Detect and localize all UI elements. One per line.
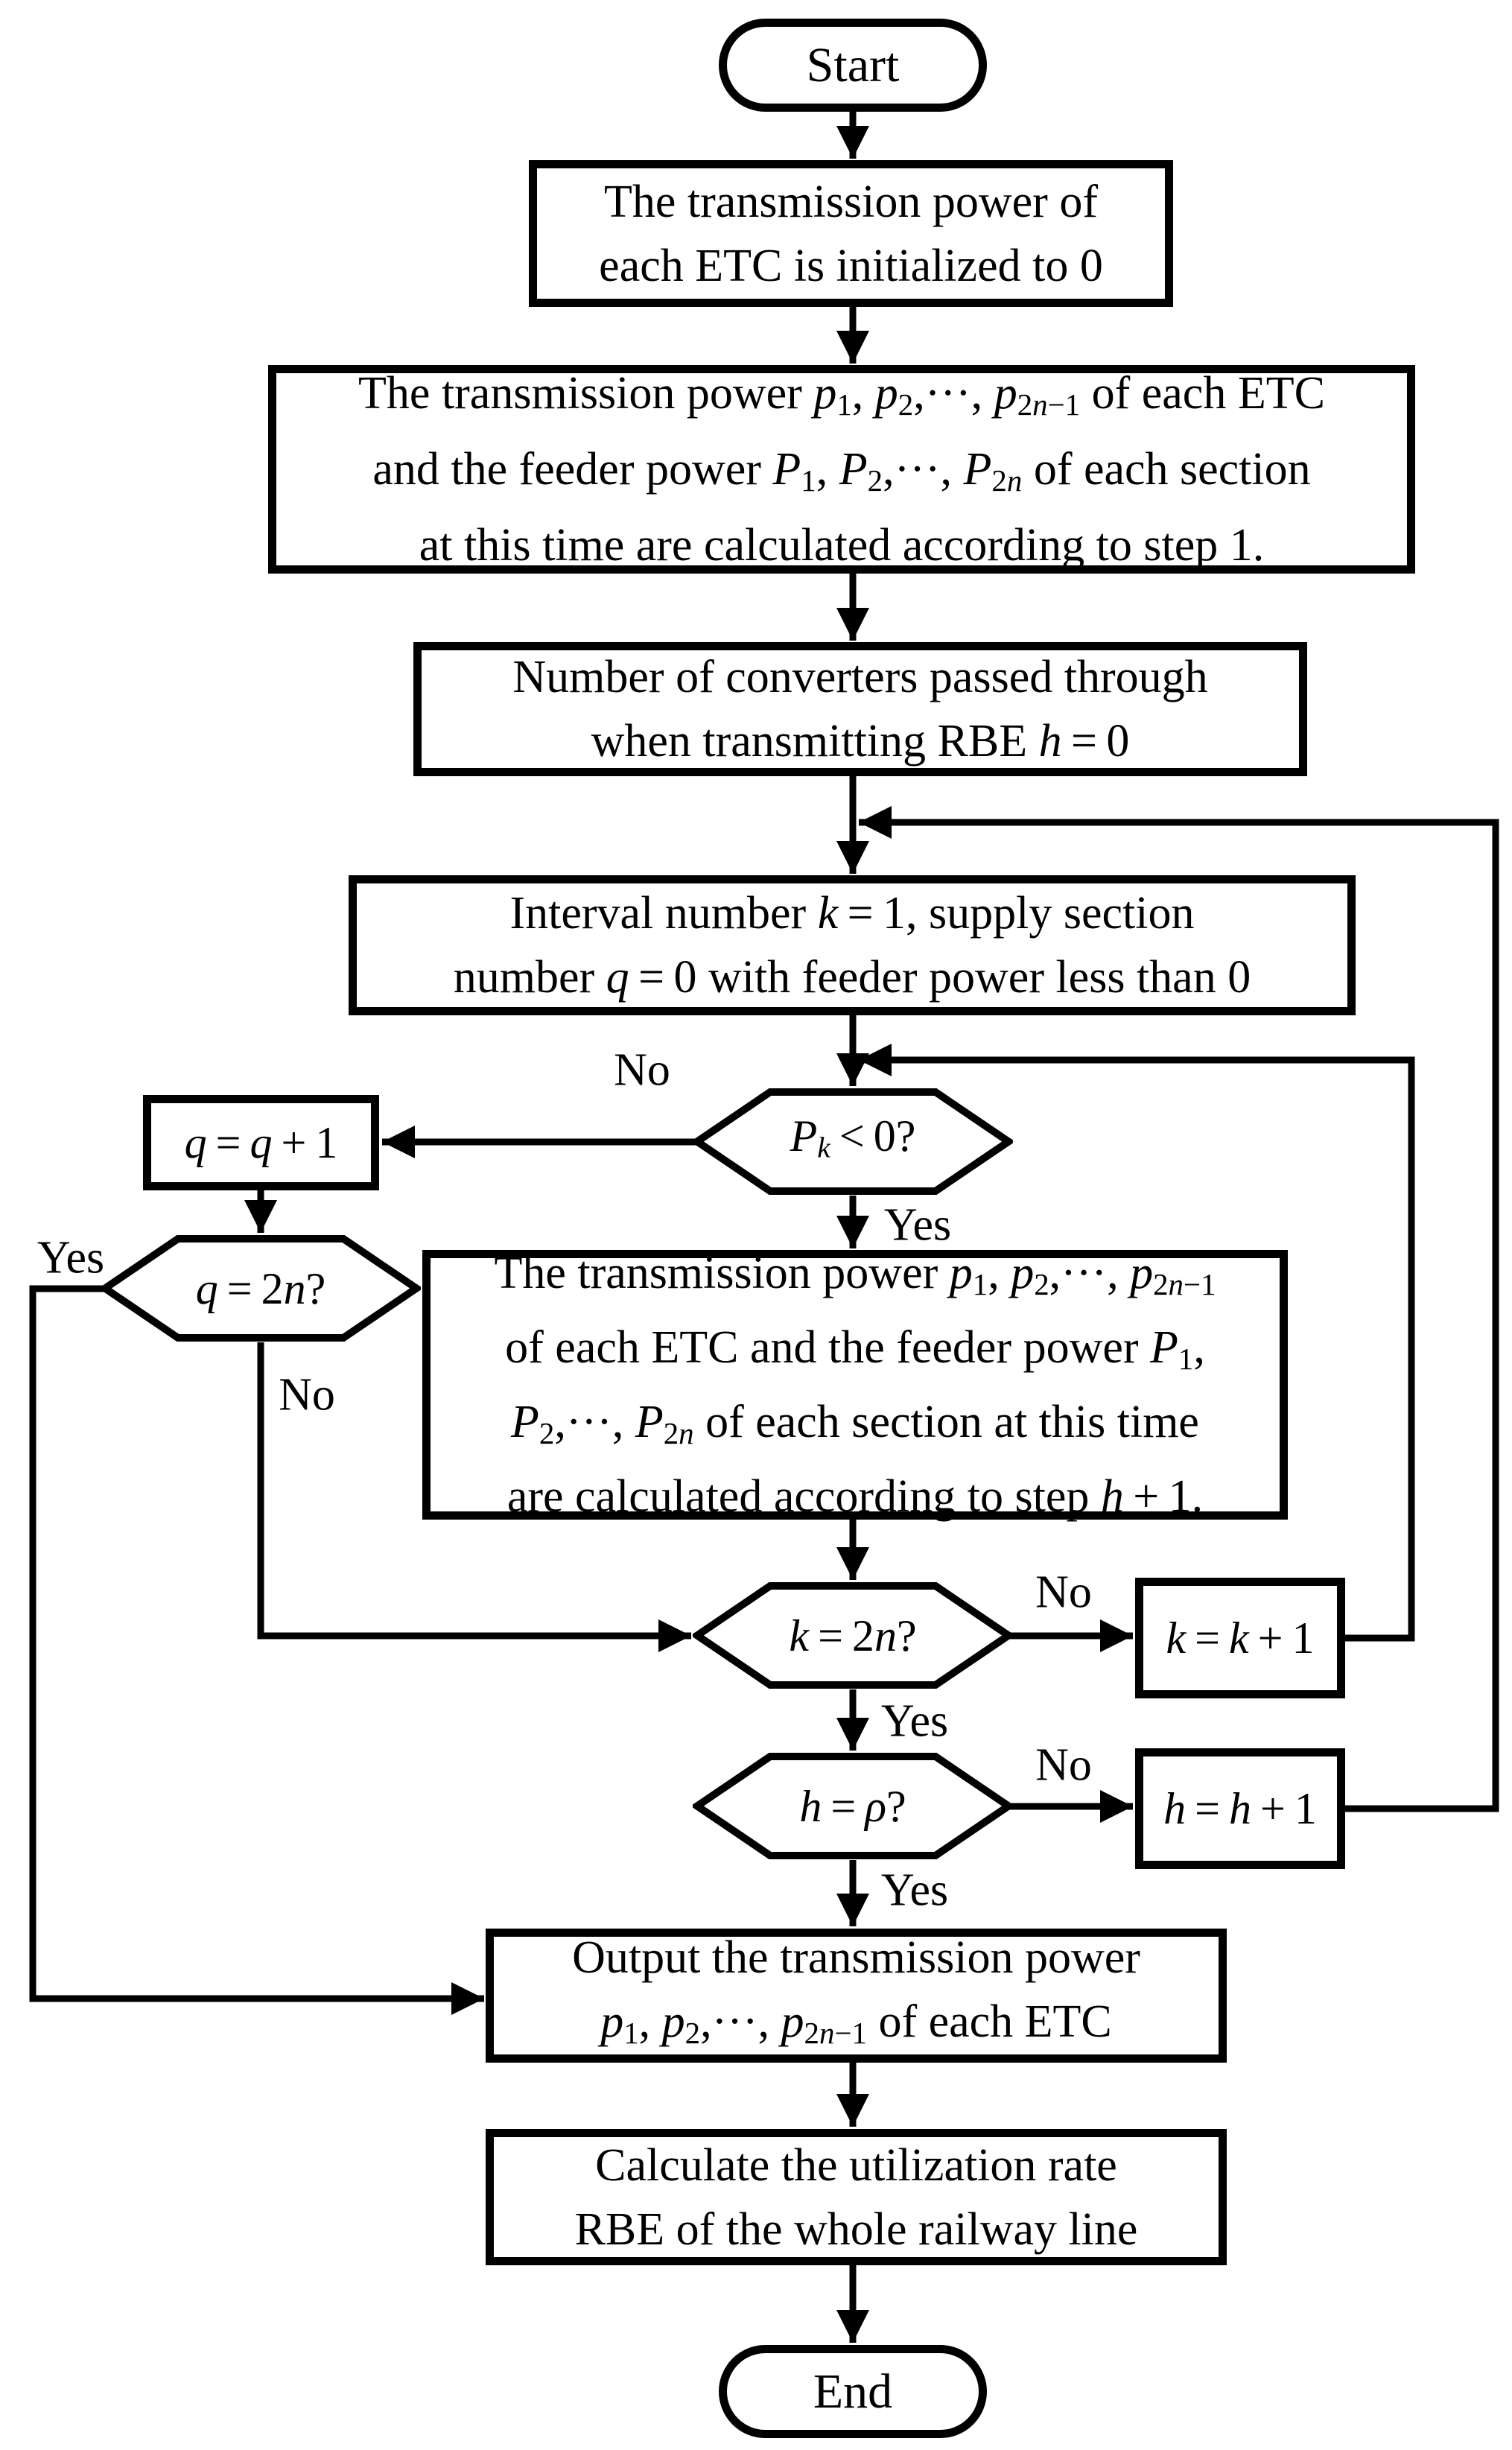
edge-label-yes: Yes: [880, 1865, 949, 1916]
edge-label-yes: Yes: [36, 1232, 105, 1283]
arrow-q2n-yes-to-output: [29, 1285, 484, 2015]
hexagon-shape: [693, 1582, 1013, 1689]
end-terminal: End: [719, 2345, 987, 2438]
q-equals-2n-decision: q = 2n?: [101, 1234, 421, 1342]
h-equals-rho-decision: h = ρ?: [693, 1752, 1013, 1860]
k-equals-2n-decision: k = 2n?: [693, 1581, 1013, 1689]
decision-label: h = ρ?: [799, 1781, 906, 1831]
q-increment-box: q = q + 1: [143, 1095, 379, 1190]
calc-step1-box: The transmission power p1, p2,···, p2n−1…: [268, 365, 1415, 574]
edge-label-yes: Yes: [880, 1695, 949, 1747]
edge-label-yes: Yes: [883, 1199, 952, 1251]
arrow-q2n-no-to-k2n: [257, 1342, 691, 1652]
hexagon-shape: [693, 1753, 1013, 1859]
hexagon-shape: [693, 1088, 1013, 1195]
decision-label: k = 2n?: [789, 1610, 917, 1660]
edge-label-no: No: [1035, 1739, 1092, 1791]
decision-label: Pk < 0?: [790, 1111, 916, 1164]
loop-h-increment: [859, 806, 1499, 1812]
hexagon-shape: [101, 1235, 421, 1342]
h-increment-box: h = h + 1: [1135, 1748, 1345, 1869]
decision-label: q = 2n?: [195, 1263, 326, 1313]
loop-k-increment: [859, 1044, 1415, 1642]
edge-label-no: No: [279, 1369, 335, 1421]
k-increment-box: k = k + 1: [1135, 1578, 1345, 1698]
edge-label-no: No: [1035, 1567, 1092, 1618]
recalc-power-box: The transmission power p1, p2,···, p2n−1…: [422, 1248, 1288, 1522]
start-terminal: Start: [719, 19, 987, 112]
feeder-negative-decision: Pk < 0?: [693, 1088, 1013, 1196]
edge-label-no: No: [614, 1044, 670, 1096]
